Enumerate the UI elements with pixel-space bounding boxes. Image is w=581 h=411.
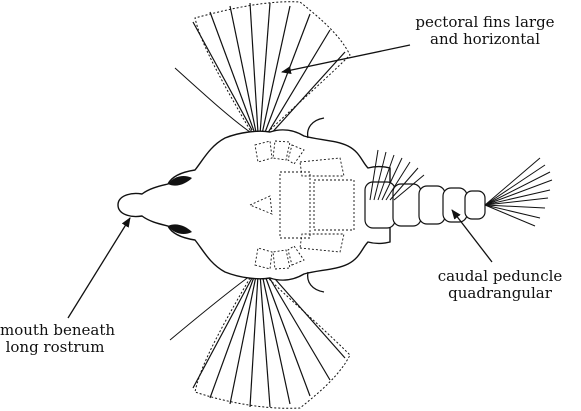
mouth-label: mouth beneath long rostrum <box>0 322 110 356</box>
mouth-label-line-2: long rostrum <box>0 339 110 356</box>
upper-pectoral-fin <box>175 2 350 137</box>
caudal-peduncle-label: caudal peduncle quadrangular <box>420 268 580 302</box>
caudal-label-line-2: quadrangular <box>420 285 580 302</box>
pectoral-pointer-line <box>282 45 410 72</box>
pectoral-label-line-1: pectoral fins large <box>400 14 570 31</box>
caudal-peduncle <box>365 182 485 228</box>
mouth-label-line-1: mouth beneath <box>0 322 110 339</box>
upper-spine <box>308 118 324 138</box>
body-outline <box>118 130 390 280</box>
caudal-fin <box>485 158 552 226</box>
pectoral-fins-label: pectoral fins large and horizontal <box>400 14 570 48</box>
lower-spine <box>308 272 324 292</box>
caudal-label-line-1: caudal peduncle <box>420 268 580 285</box>
pectoral-label-line-2: and horizontal <box>400 31 570 48</box>
mouth-pointer-line <box>68 218 130 318</box>
